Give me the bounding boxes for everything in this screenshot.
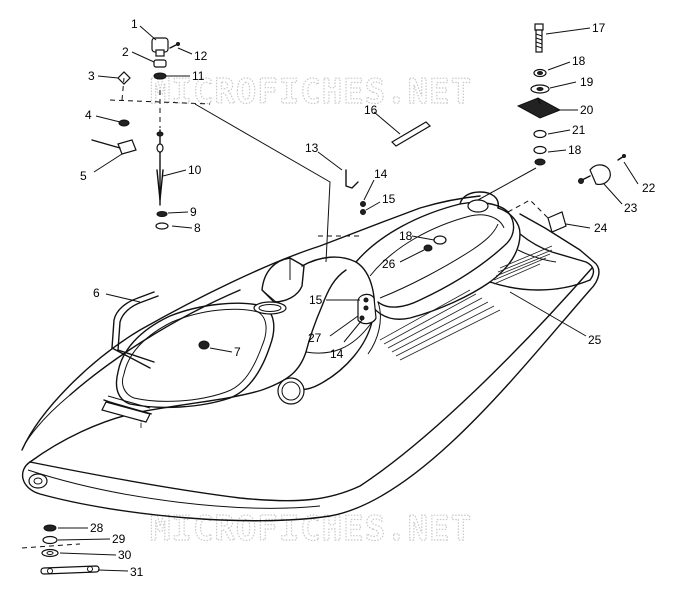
- callout-15-upper: 15: [382, 192, 396, 206]
- callout-11: 11: [192, 69, 205, 83]
- callout-4: 4: [85, 108, 92, 122]
- callout-20: 20: [580, 103, 594, 117]
- callout-18-seat: 18: [399, 229, 413, 243]
- part-18-washer-seat: [433, 235, 447, 245]
- bottom-left-stack: [21, 524, 100, 575]
- callout-15-lower: 15: [309, 293, 323, 307]
- center-bracket: [357, 293, 377, 325]
- part-16-strip: [391, 121, 431, 147]
- part-15-screw-upper: [360, 209, 366, 215]
- callout-22: 22: [642, 181, 656, 195]
- callout-18-right: 18: [568, 143, 582, 157]
- part-7-fitting: [198, 340, 210, 350]
- steering-parts: [91, 37, 360, 263]
- callout-25: 25: [588, 333, 602, 347]
- callout-14-upper: 14: [374, 167, 388, 181]
- callout-5: 5: [80, 169, 87, 183]
- watermark-bottom: MICROFICHES.NET: [150, 509, 472, 549]
- callout-12: 12: [194, 49, 208, 63]
- svg-text:i: i: [140, 420, 142, 430]
- callout-10: 10: [188, 163, 202, 177]
- callout-27: 27: [308, 331, 322, 345]
- callout-29: 29: [112, 532, 126, 546]
- side-strake-hatching: [379, 289, 501, 361]
- part-14-screw-upper: [360, 201, 366, 207]
- callout-9: 9: [190, 205, 197, 219]
- bow-eye: [28, 473, 48, 489]
- callout-6: 6: [93, 286, 100, 300]
- callout-30: 30: [118, 548, 132, 562]
- callout-23: 23: [624, 201, 638, 215]
- callout-21: 21: [572, 123, 586, 137]
- right-parts-stack: [477, 23, 626, 233]
- bow-plate: [101, 401, 151, 423]
- callout-24: 24: [594, 221, 608, 235]
- part-2: [153, 59, 167, 68]
- part-11-nut: [153, 72, 167, 80]
- part-6-grab-handle: [111, 291, 159, 369]
- console-block: [261, 257, 305, 303]
- seat: [355, 201, 515, 308]
- rear-platform-hatching: [493, 245, 553, 285]
- callout-7: 7: [234, 345, 241, 359]
- callout-26: 26: [382, 257, 396, 271]
- callout-13: 13: [305, 141, 319, 155]
- callout-16: 16: [364, 103, 378, 117]
- callout-14-lower: 14: [330, 347, 344, 361]
- callout-18-top: 18: [572, 54, 586, 68]
- part-9-nut: [156, 211, 168, 217]
- part-5-lever: [117, 139, 137, 155]
- front-hatch: [115, 302, 275, 409]
- callout-1: 1: [131, 17, 138, 31]
- callout-3: 3: [88, 69, 95, 83]
- callout-labels: 1 2 3 4 5 6 7 8 9 10 11 12 13 14 14 15 1…: [80, 17, 656, 579]
- hull-body: i: [21, 191, 600, 522]
- leader-lines: [57, 25, 639, 572]
- callout-8: 8: [194, 221, 201, 235]
- callout-19: 19: [580, 75, 594, 89]
- part-26-nut: [423, 244, 433, 252]
- part-4-nut: [118, 119, 130, 127]
- callout-2: 2: [122, 45, 129, 59]
- watermark-top: MICROFICHES.NET: [150, 72, 472, 112]
- part-8-washer: [155, 222, 169, 230]
- callout-28: 28: [90, 521, 104, 535]
- callout-17: 17: [592, 21, 606, 35]
- part-13-rod: [345, 169, 359, 189]
- callout-31: 31: [130, 565, 144, 579]
